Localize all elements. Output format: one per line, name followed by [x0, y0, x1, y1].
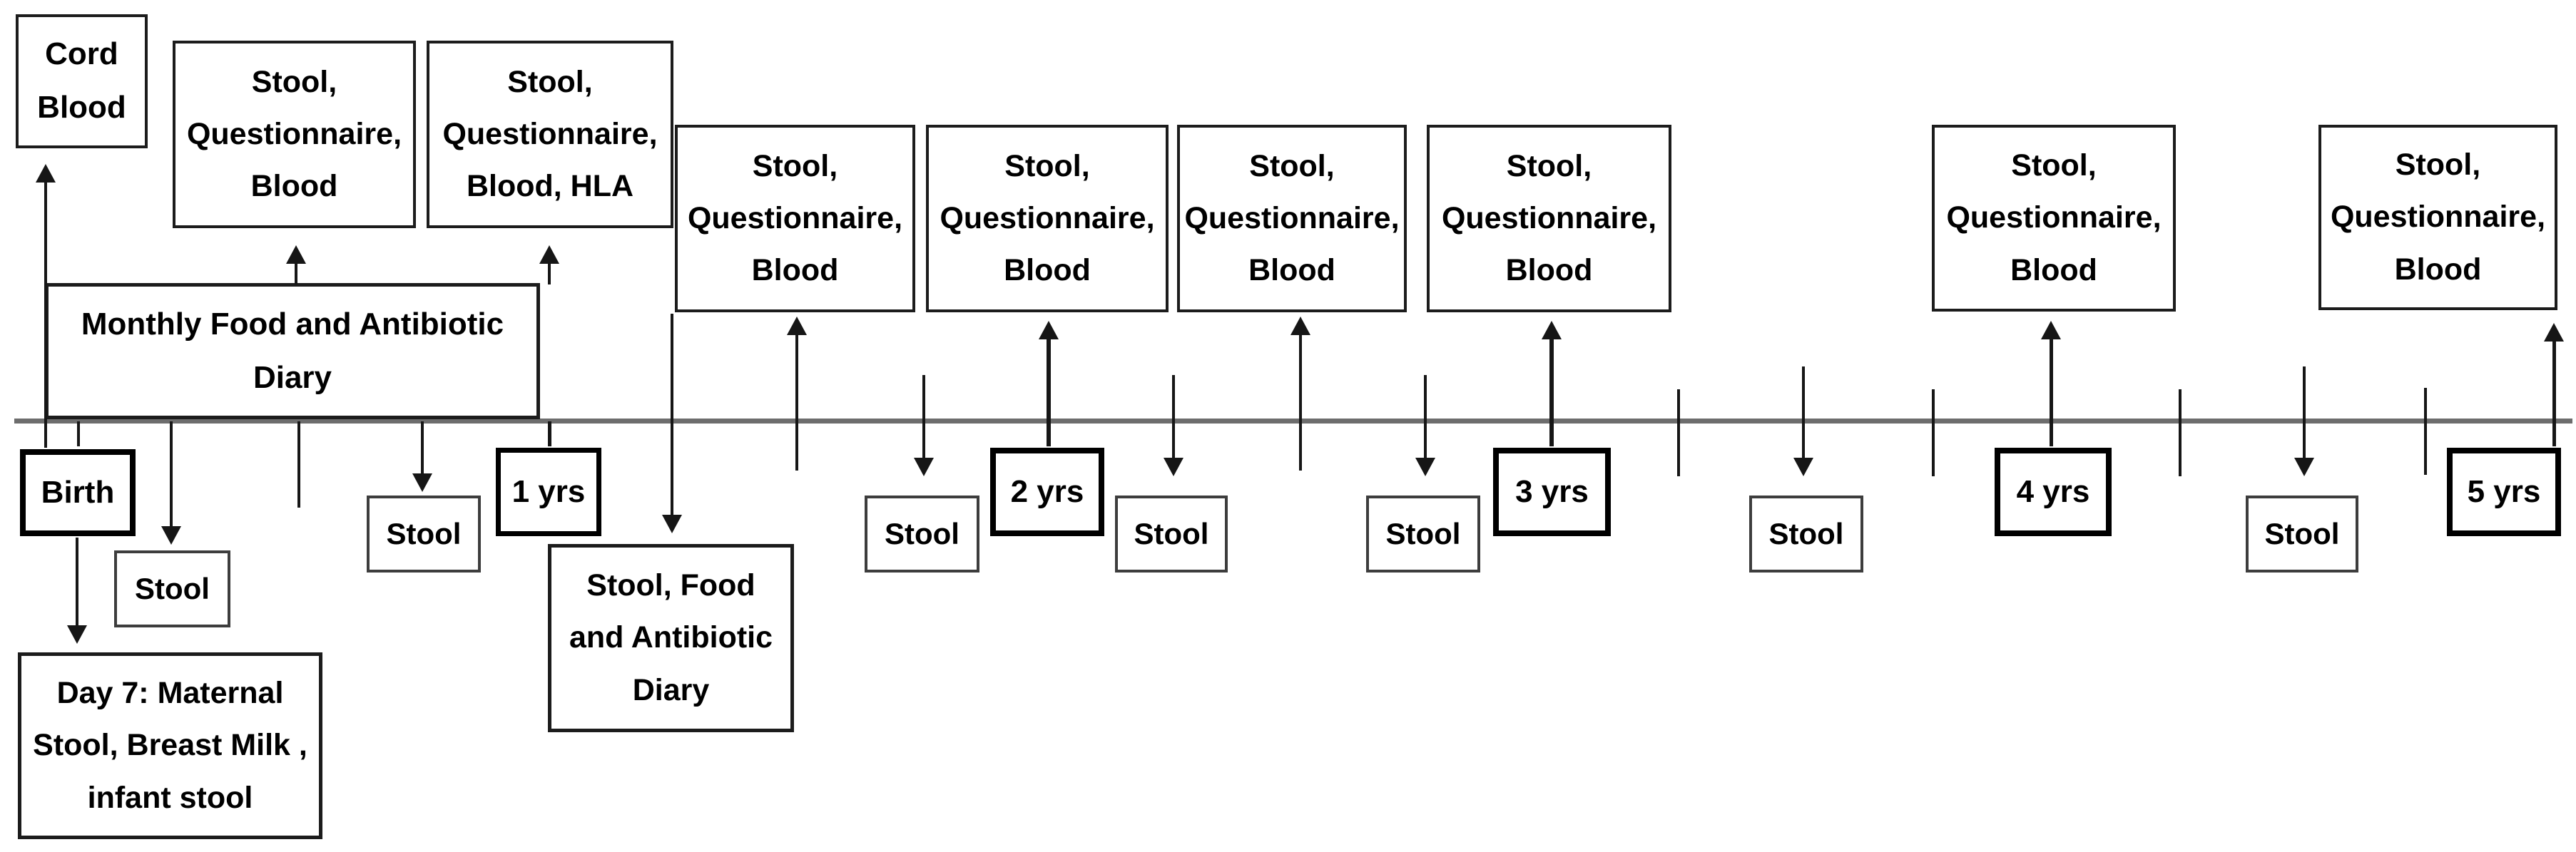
- arrow-stool-2: [421, 421, 424, 478]
- food-diary-box: Stool, Food and Antibiotic Diary: [548, 544, 794, 732]
- year-2-box: 2 yrs: [990, 448, 1104, 536]
- monthly-diary-box: Monthly Food and Antibiotic Diary: [45, 283, 540, 419]
- tick-mid-3: [1932, 389, 1935, 476]
- arrow-visit-6-arrowhead: [1542, 321, 1562, 339]
- arrow-visit-5: [1299, 331, 1302, 471]
- arrow-stool-5-arrowhead: [1415, 458, 1435, 476]
- year-5-box: 5 yrs: [2447, 448, 2561, 536]
- arrow-food-diary: [671, 314, 673, 519]
- tick-year-1-link: [547, 421, 551, 446]
- arrow-visit-3: [795, 331, 798, 471]
- arrow-day7: [76, 538, 78, 630]
- arrow-visit-8: [2552, 337, 2556, 446]
- stool-box-5: Stool: [1366, 496, 1480, 573]
- visit-box-8: Stool, Questionnaire, Blood: [2318, 125, 2557, 310]
- birth-box: Birth: [20, 449, 136, 536]
- visit-box-1: Stool, Questionnaire, Blood: [173, 41, 416, 228]
- stool-box-3: Stool: [865, 496, 979, 573]
- arrow-visit-6: [1549, 335, 1554, 446]
- arrow-day7-arrowhead: [67, 625, 87, 644]
- arrow-stool-4-arrowhead: [1164, 458, 1183, 476]
- arrow-stool-6: [1802, 366, 1805, 462]
- year-4-box: 4 yrs: [1995, 448, 2112, 536]
- arrow-stool-7: [2303, 366, 2306, 462]
- year-1-box: 1 yrs: [496, 448, 601, 536]
- arrow-stool-4: [1172, 375, 1175, 462]
- stool-box-6: Stool: [1749, 496, 1863, 573]
- arrow-stool-5: [1424, 375, 1427, 462]
- day7-box: Day 7: Maternal Stool, Breast Milk , inf…: [18, 652, 322, 839]
- arrow-visit-4-arrowhead: [1039, 321, 1059, 339]
- visit-box-7: Stool, Questionnaire, Blood: [1932, 125, 2176, 312]
- stool-box-2: Stool: [367, 496, 481, 573]
- arrow-visit-7-arrowhead: [2041, 321, 2061, 339]
- visit-box-5: Stool, Questionnaire, Blood: [1177, 125, 1407, 312]
- arrow-cord-blood: [44, 178, 47, 448]
- visit-box-6: Stool, Questionnaire, Blood: [1427, 125, 1671, 312]
- tick-mid-5: [2424, 388, 2427, 475]
- tick-birth-link: [77, 421, 80, 446]
- timeline-axis: [14, 419, 2572, 424]
- arrow-visit-5-arrowhead: [1290, 317, 1310, 335]
- year-3-box: 3 yrs: [1493, 448, 1611, 536]
- arrow-cord-blood-arrowhead: [36, 164, 56, 183]
- visit-box-2: Stool, Questionnaire, Blood, HLA: [427, 41, 673, 228]
- tick-mid-4: [2179, 389, 2182, 476]
- arrow-visit-2-arrowhead: [539, 245, 559, 264]
- stool-box-7: Stool: [2246, 496, 2358, 573]
- arrow-visit-4: [1047, 335, 1051, 446]
- arrow-visit-1-arrowhead: [286, 245, 306, 264]
- arrow-stool-2-arrowhead: [412, 473, 432, 492]
- visit-box-4: Stool, Questionnaire, Blood: [926, 125, 1169, 312]
- tick-mid-1: [297, 421, 300, 508]
- arrow-stool-3: [922, 375, 925, 462]
- arrow-stool-7-arrowhead: [2294, 458, 2314, 476]
- arrow-visit-1: [295, 260, 297, 284]
- arrow-food-diary-arrowhead: [662, 515, 682, 533]
- arrow-stool-1: [170, 421, 173, 530]
- arrow-stool-6-arrowhead: [1793, 458, 1813, 476]
- tick-mid-2: [1677, 389, 1680, 476]
- arrow-visit-8-arrowhead: [2544, 323, 2564, 342]
- arrow-visit-2: [548, 260, 551, 284]
- stool-box-4: Stool: [1115, 496, 1228, 573]
- stool-box-1: Stool: [114, 550, 230, 627]
- cord-blood-box: Cord Blood: [16, 14, 148, 148]
- arrow-stool-3-arrowhead: [914, 458, 934, 476]
- arrow-stool-1-arrowhead: [161, 526, 181, 545]
- arrow-visit-3-arrowhead: [787, 317, 807, 335]
- visit-box-3: Stool, Questionnaire, Blood: [675, 125, 915, 312]
- arrow-visit-7: [2049, 335, 2053, 446]
